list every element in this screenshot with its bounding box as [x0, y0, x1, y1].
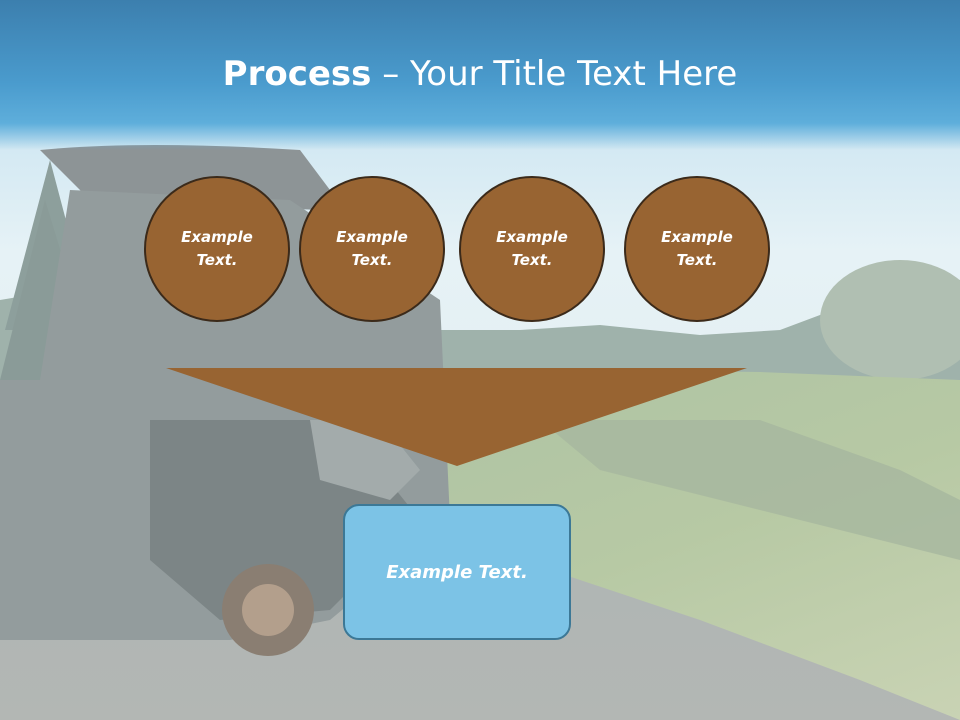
process-step-4[interactable]: Example Text. [624, 176, 770, 322]
result-box[interactable]: Example Text. [343, 504, 571, 640]
process-step-1[interactable]: Example Text. [144, 176, 290, 322]
title-bar [0, 0, 960, 150]
process-step-1-label: Example Text. [181, 228, 253, 269]
process-step-4-label: Example Text. [661, 228, 733, 269]
process-step-3[interactable]: Example Text. [459, 176, 605, 322]
funnel-triangle [166, 368, 747, 466]
slide-title-dash: – [371, 54, 411, 94]
result-box-label: Example Text. [386, 561, 528, 583]
process-step-2[interactable]: Example Text. [299, 176, 445, 322]
process-step-2-label: Example Text. [336, 228, 408, 269]
slide-title: Process – Your Title Text Here [0, 52, 960, 96]
process-step-3-label: Example Text. [496, 228, 568, 269]
slide-title-bold: Process [222, 54, 372, 94]
slide-title-rest: Your Title Text Here [410, 54, 738, 94]
